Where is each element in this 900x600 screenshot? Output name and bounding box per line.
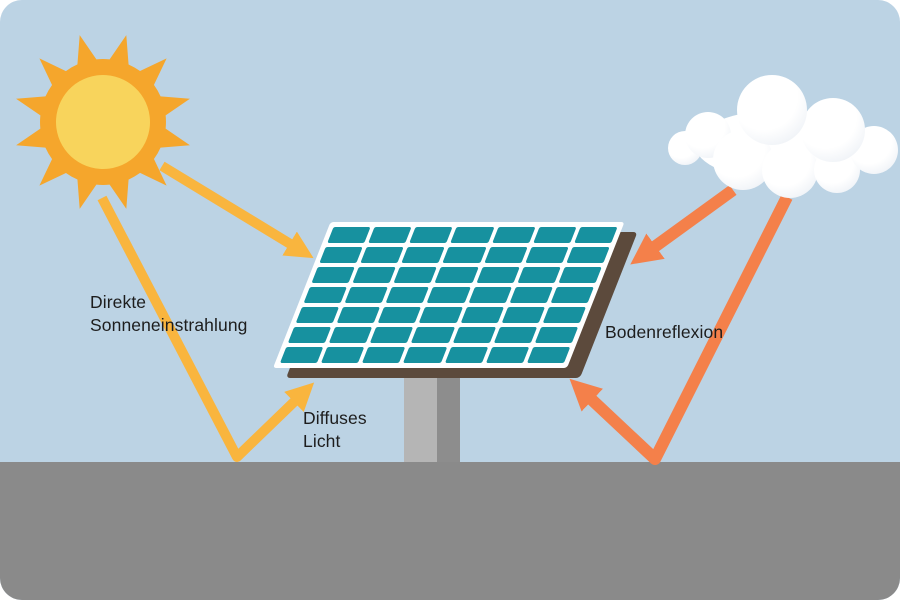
label-direct-line1: Direkte xyxy=(90,292,147,312)
cloud-lobe xyxy=(737,75,807,145)
label-ground-reflection: Bodenreflexion xyxy=(605,321,723,344)
label-ground-reflection-text: Bodenreflexion xyxy=(605,322,724,342)
ground-reflection-ray-arrow xyxy=(569,194,793,465)
label-diffuse-light: Diffuses Licht xyxy=(303,407,367,453)
ground xyxy=(0,462,900,600)
diffuse-light-ray-arrow xyxy=(97,195,315,462)
label-diffuse-line1: Diffuses xyxy=(303,408,367,428)
label-direct-irradiation: Direkte Sonneneinstrahlung xyxy=(90,291,247,337)
cloud-lobe xyxy=(801,98,865,162)
cloud-to-panel-ray-arrow xyxy=(630,185,737,265)
label-direct-line2: Sonneneinstrahlung xyxy=(90,315,248,335)
cloud-icon xyxy=(660,60,900,220)
sun-icon xyxy=(16,35,190,209)
panel-pole xyxy=(404,372,460,462)
direct-sun-ray-arrow xyxy=(159,161,314,259)
label-diffuse-line2: Licht xyxy=(303,431,341,451)
